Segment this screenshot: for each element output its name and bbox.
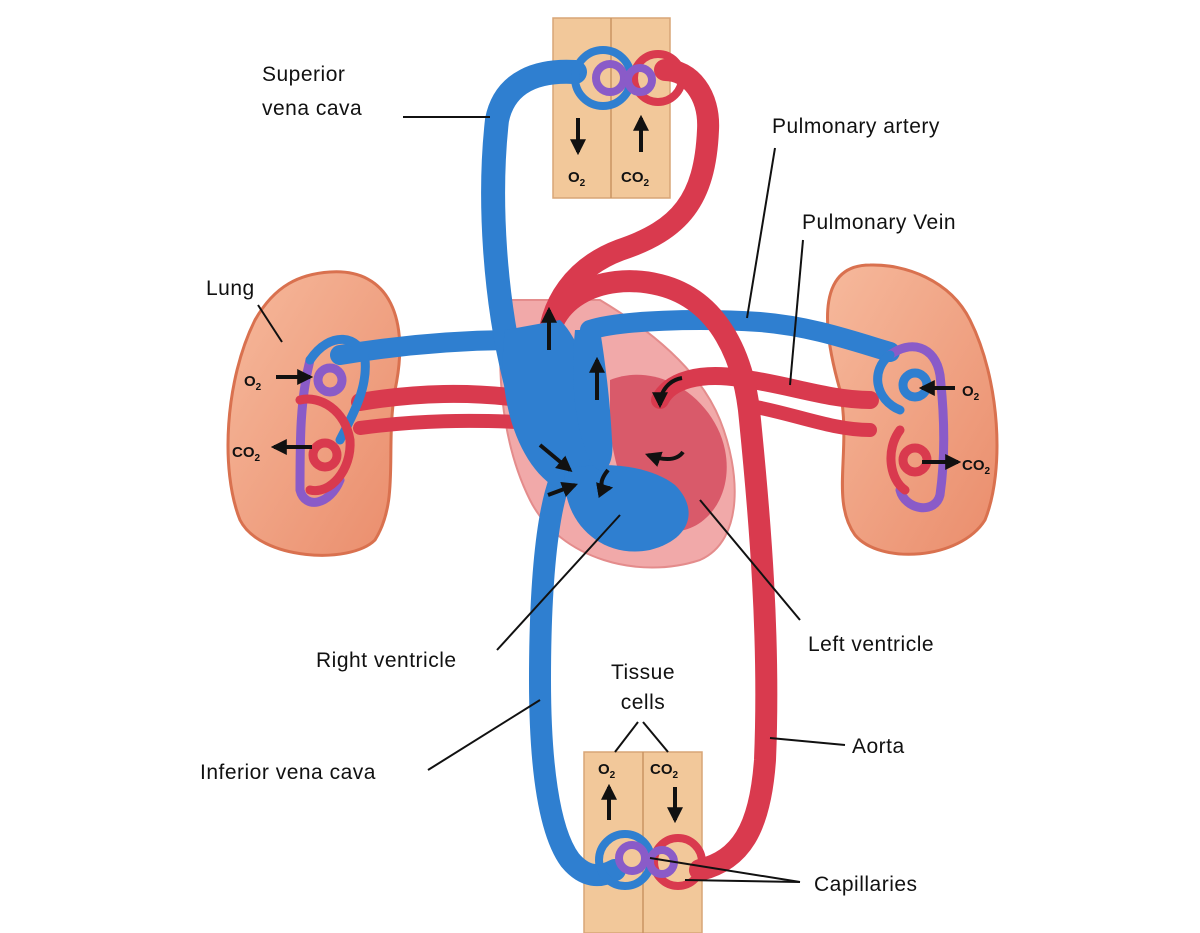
left-lung-o2-label: O2	[244, 373, 262, 393]
leader-lines	[257, 116, 846, 883]
superior-vena-cava-label-line2: vena cava	[262, 97, 363, 120]
pulmonary-vein-label: Pulmonary Vein	[802, 211, 957, 234]
left-ventricle-label: Left ventricle	[808, 633, 935, 656]
upper-o2-label: O2	[568, 169, 586, 189]
superior-vena-cava-label-line1: Superior	[262, 63, 346, 86]
left-lung-capillaries	[295, 334, 370, 507]
lower-o2-label: O2	[598, 761, 616, 781]
leader-capillaries-a	[649, 857, 801, 883]
lung-label: Lung	[206, 277, 255, 300]
flow-arrows	[538, 306, 685, 498]
left-lung	[226, 270, 402, 557]
leader-pulmonary-artery	[746, 147, 776, 319]
leader-tissue-cells-b	[642, 721, 669, 753]
pulmonary-veins	[351, 367, 879, 437]
pulmonary-artery-label: Pulmonary artery	[772, 115, 940, 138]
inferior-vena-cava	[529, 469, 626, 887]
right-lung-o2-label: O2	[962, 383, 980, 403]
right-lung	[826, 263, 999, 556]
inferior-vena-cava-label: Inferior vena cava	[200, 761, 376, 784]
leader-lung	[257, 304, 283, 343]
leader-right-ventricle	[496, 514, 621, 651]
upper-capillaries	[571, 46, 686, 110]
leader-left-ventricle	[699, 499, 801, 621]
lower-co2-label: CO2	[650, 761, 679, 781]
leader-inferior-vena-cava	[427, 699, 541, 771]
aorta	[536, 59, 778, 881]
right-lung-co2-label: CO2	[962, 457, 991, 477]
leader-pulmonary-vein	[789, 239, 804, 386]
leader-aorta	[769, 737, 846, 746]
lower-capillaries	[595, 830, 706, 890]
leader-tissue-cells-a	[614, 721, 639, 753]
capillaries-label: Capillaries	[814, 873, 918, 896]
tissue-cells-label-line2: cells	[620, 691, 666, 714]
upper-co2-label: CO2	[621, 169, 650, 189]
tissue-cells-label-line1: Tissue	[610, 661, 676, 684]
gas-labels: O2 CO2 O2 CO2 O2 CO2 O2 CO2	[232, 169, 991, 781]
aorta-label: Aorta	[852, 735, 905, 758]
gas-arrows	[270, 114, 962, 824]
right-ventricle-label: Right ventricle	[316, 649, 457, 672]
leader-capillaries-b	[684, 879, 801, 883]
left-lung-co2-label: CO2	[232, 444, 261, 464]
